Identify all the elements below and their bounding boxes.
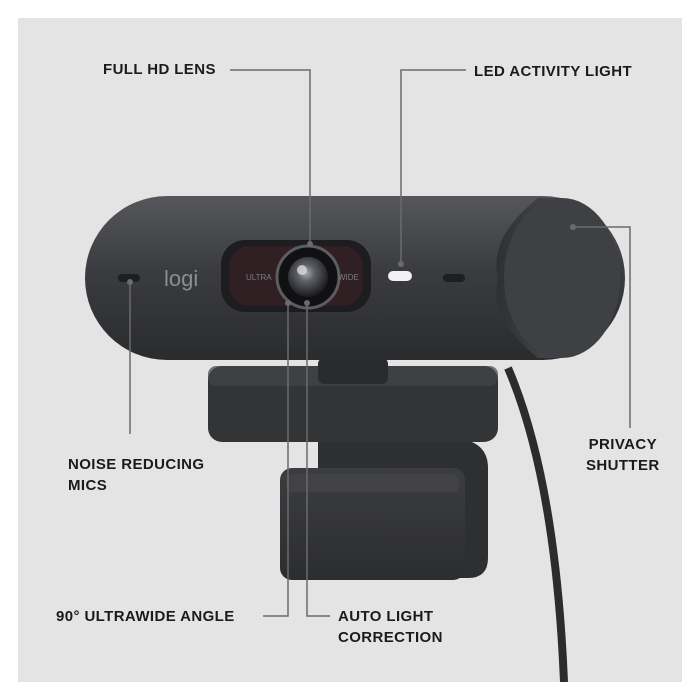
callout-privacy-line1: PRIVACY [588, 436, 657, 453]
lens-label-wide: WIDE [338, 273, 359, 282]
callout-noise-reducing-mics: NOISE REDUCING MICS [68, 454, 204, 496]
callout-auto-light-correction: AUTO LIGHT CORRECTION [338, 606, 443, 648]
callout-full-hd-lens: FULL HD LENS [103, 61, 216, 78]
mount-front-clip [280, 468, 465, 580]
mic-left [118, 274, 140, 282]
logi-logo: logi [164, 266, 198, 291]
callout-light-line1: AUTO LIGHT [338, 608, 434, 625]
callout-light-line2: CORRECTION [338, 629, 443, 646]
callout-privacy-shutter: PRIVACY SHUTTER [586, 434, 660, 476]
callout-led-activity-light: LED ACTIVITY LIGHT [474, 63, 633, 80]
product-image-frame: logi ULTRA WIDE FULL HD LENS LED ACTIVIT… [18, 18, 682, 682]
usb-cable [504, 366, 568, 682]
mic-right [443, 274, 465, 282]
led-light [388, 271, 412, 281]
callout-mics-line1: NOISE REDUCING [68, 456, 205, 473]
callout-mics-line2: MICS [68, 477, 108, 494]
webcam-illustration: logi ULTRA WIDE [85, 69, 631, 682]
callout-ultrawide-angle: 90° ULTRAWIDE ANGLE [56, 608, 235, 625]
lens-label-ultra: ULTRA [246, 273, 272, 282]
callout-privacy-line2: SHUTTER [586, 457, 660, 474]
